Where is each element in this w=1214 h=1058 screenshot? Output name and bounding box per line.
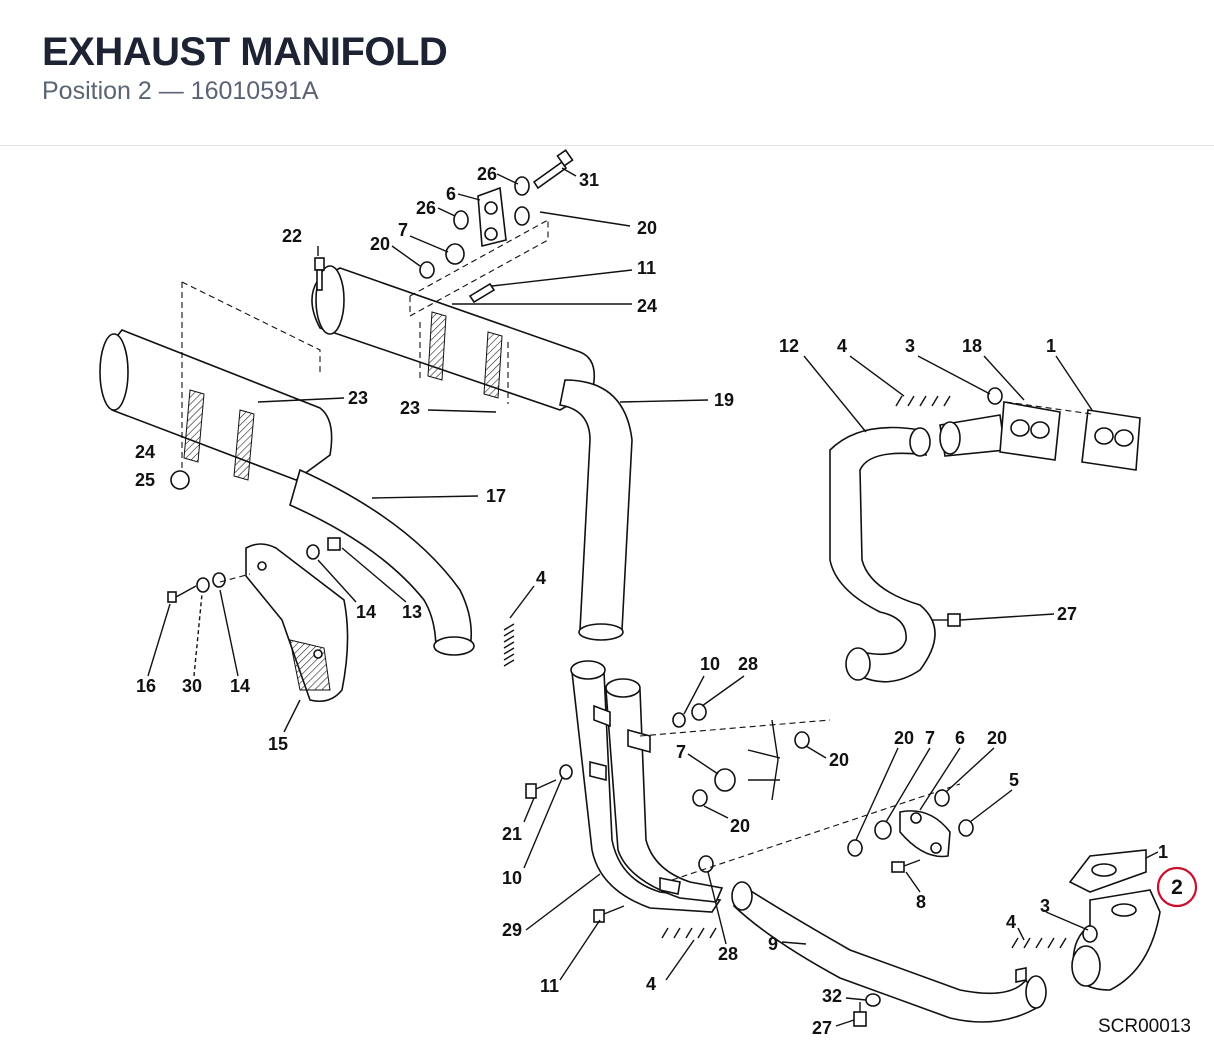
collector-pipe-9[interactable] [731, 881, 1047, 1023]
page-header: EXHAUST MANIFOLD Position 2 — 16010591A [0, 0, 1214, 146]
spring-4-upper-right[interactable] [895, 395, 951, 407]
highlight-position-marker[interactable]: 2 [1156, 866, 1198, 908]
callout-23[interactable]: 23 [400, 398, 420, 418]
callout-22[interactable]: 22 [282, 226, 302, 246]
callout-24[interactable]: 24 [637, 296, 657, 316]
callout-9[interactable]: 9 [768, 934, 778, 954]
muffler-pipe-17[interactable] [289, 468, 475, 656]
callout-20[interactable]: 20 [987, 728, 1007, 748]
callout-28[interactable]: 28 [738, 654, 758, 674]
bolt-22[interactable] [314, 257, 325, 291]
callout-16[interactable]: 16 [136, 676, 156, 696]
callout-14[interactable]: 14 [356, 602, 376, 622]
front-muffler[interactable] [99, 329, 333, 481]
highlight-number: 2 [1171, 876, 1183, 899]
bolt-21[interactable] [525, 779, 557, 799]
callout-1[interactable]: 1 [1046, 336, 1056, 356]
callout-20[interactable]: 20 [370, 234, 390, 254]
callout-21[interactable]: 21 [502, 824, 522, 844]
bolt-27-lower[interactable] [853, 1002, 867, 1027]
callout-20[interactable]: 20 [829, 750, 849, 770]
callout-11[interactable]: 11 [540, 976, 559, 996]
bolt-11-lower[interactable] [593, 905, 625, 923]
bolt-31[interactable] [532, 149, 574, 190]
callout-1[interactable]: 1 [1158, 842, 1168, 862]
callout-27[interactable]: 27 [1057, 604, 1077, 624]
callout-31[interactable]: 31 [579, 170, 599, 190]
gasket-flange-1-top[interactable] [999, 401, 1061, 461]
callout-20[interactable]: 20 [637, 218, 657, 238]
flange-18[interactable] [939, 414, 1006, 457]
callout-26[interactable]: 26 [477, 164, 497, 184]
bolt-11-top[interactable] [468, 282, 496, 304]
callout-20[interactable]: 20 [730, 816, 750, 836]
callout-6[interactable]: 6 [955, 728, 965, 748]
lower-bracket-6[interactable] [899, 810, 951, 858]
grommets-lower[interactable] [559, 703, 810, 873]
spring-4-lower-right[interactable] [1011, 937, 1067, 949]
callout-8[interactable]: 8 [916, 892, 926, 912]
manifold-pipes-29[interactable] [570, 660, 724, 913]
drawing-code: SCR00013 [1098, 1016, 1191, 1037]
spring-4-left[interactable] [503, 623, 515, 667]
hanger-bracket-6[interactable] [477, 186, 507, 248]
callout-29[interactable]: 29 [502, 920, 522, 940]
nut-3-top[interactable] [987, 387, 1003, 405]
callout-4[interactable]: 4 [837, 336, 847, 356]
callout-7[interactable]: 7 [398, 220, 408, 240]
callout-3[interactable]: 3 [905, 336, 915, 356]
bolts-16-30-14[interactable] [167, 537, 341, 603]
header-pipe-12[interactable] [829, 426, 936, 683]
callout-14[interactable]: 14 [230, 676, 250, 696]
callout-20[interactable]: 20 [894, 728, 914, 748]
callout-25[interactable]: 25 [135, 470, 155, 490]
callout-7[interactable]: 7 [925, 728, 935, 748]
callout-19[interactable]: 19 [714, 390, 734, 410]
spring-4-lower-mid[interactable] [661, 927, 717, 939]
callout-11[interactable]: 11 [637, 258, 656, 278]
leader-lines [147, 167, 1159, 1027]
callout-12[interactable]: 12 [779, 336, 799, 356]
callout-23[interactable]: 23 [348, 388, 368, 408]
callout-labels: 26 31 6 26 20 7 20 22 11 24 23 23 19 24 … [135, 164, 1168, 1038]
callout-4[interactable]: 4 [1006, 912, 1016, 932]
callout-10[interactable]: 10 [700, 654, 720, 674]
gasket-1-lower[interactable] [1068, 849, 1147, 893]
callout-28[interactable]: 28 [718, 944, 738, 964]
bolt-27-top[interactable] [932, 613, 961, 627]
callout-4[interactable]: 4 [536, 568, 546, 588]
callout-24[interactable]: 24 [135, 442, 155, 462]
callout-3[interactable]: 3 [1040, 896, 1050, 916]
heat-shield-15[interactable] [245, 543, 349, 703]
assembly-dashed-lines [181, 219, 1093, 881]
callout-32[interactable]: 32 [822, 986, 842, 1006]
callout-15[interactable]: 15 [268, 734, 288, 754]
nut-25[interactable] [170, 470, 190, 490]
callout-5[interactable]: 5 [1009, 770, 1019, 790]
page-title: EXHAUST MANIFOLD [42, 30, 448, 74]
highlight-circle [1156, 866, 1198, 908]
callout-18[interactable]: 18 [962, 336, 982, 356]
callout-27[interactable]: 27 [812, 1018, 832, 1038]
rear-muffler[interactable] [311, 265, 596, 411]
callout-4[interactable]: 4 [646, 974, 656, 994]
callout-7[interactable]: 7 [676, 742, 686, 762]
muffler-outlet-pipe-19[interactable] [559, 379, 633, 641]
callout-6[interactable]: 6 [446, 184, 456, 204]
callout-30[interactable]: 30 [182, 676, 202, 696]
callout-10[interactable]: 10 [502, 868, 522, 888]
callout-13[interactable]: 13 [402, 602, 422, 622]
callout-17[interactable]: 17 [486, 486, 506, 506]
washer-32[interactable] [865, 993, 881, 1007]
gasket-1-top-right[interactable] [1081, 409, 1141, 471]
flange-2-lower[interactable] [1071, 889, 1161, 991]
bracket-mount-right[interactable] [747, 719, 781, 801]
bolt-8[interactable] [891, 859, 921, 873]
rubber-grommets-top[interactable] [419, 176, 530, 279]
page-subtitle: Position 2 — 16010591A [42, 77, 319, 105]
lower-grommets-20-7-5[interactable] [847, 789, 974, 857]
callout-26[interactable]: 26 [416, 198, 436, 218]
